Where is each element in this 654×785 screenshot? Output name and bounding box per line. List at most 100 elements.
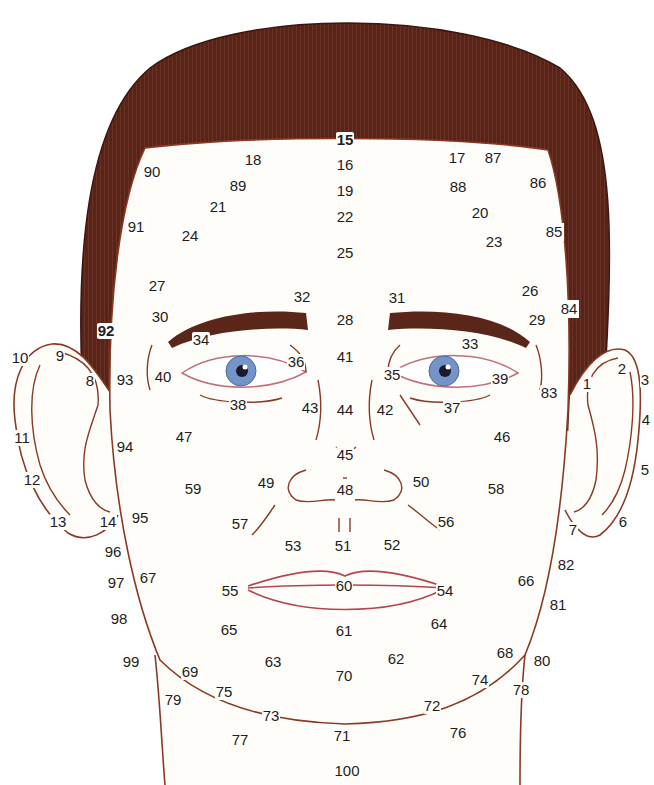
callout-number: 79 — [164, 692, 183, 708]
callout-number: 46 — [493, 429, 512, 445]
callout-number: 56 — [437, 514, 456, 530]
callout-number: 99 — [122, 654, 141, 670]
callout-number: 91 — [126, 218, 147, 236]
callout-number: 41 — [336, 349, 355, 365]
callout-number: 64 — [430, 616, 449, 632]
left-ear — [14, 344, 118, 538]
right-ear-inner2 — [602, 372, 633, 515]
neck-line — [155, 655, 165, 785]
callout-number: 71 — [333, 728, 352, 744]
callout-number: 43 — [301, 400, 320, 416]
callout-number: 24 — [181, 228, 200, 244]
callout-number: 40 — [154, 369, 173, 385]
callout-number: 93 — [115, 371, 136, 389]
callout-number: 83 — [540, 385, 559, 401]
callout-number: 20 — [471, 205, 490, 221]
pupil — [236, 365, 248, 377]
callout-number: 90 — [142, 163, 163, 181]
eye-glint — [446, 365, 451, 370]
callout-number: 39 — [491, 371, 510, 387]
callout-number: 30 — [151, 309, 170, 325]
callout-number: 21 — [209, 199, 228, 215]
face-lines — [147, 345, 541, 535]
callout-number: 13 — [49, 514, 68, 530]
callout-number: 33 — [461, 336, 480, 352]
callout-number: 17 — [447, 149, 468, 167]
callout-number: 19 — [336, 183, 355, 199]
callout-number: 36 — [287, 354, 306, 370]
callout-number: 23 — [485, 234, 504, 250]
callout-number: 68 — [496, 645, 515, 661]
callout-number: 27 — [148, 278, 167, 294]
callout-number: 12 — [23, 472, 42, 488]
callout-number: 85 — [544, 223, 565, 241]
callout-number: 95 — [131, 510, 150, 526]
iris — [226, 356, 256, 386]
callout-number: 75 — [215, 684, 234, 700]
pupil — [439, 365, 451, 377]
callout-number: 92 — [97, 323, 116, 339]
callout-number: 10 — [11, 350, 30, 366]
callout-number: 69 — [181, 664, 200, 680]
right-ear-inner — [574, 358, 618, 512]
callout-number: 48 — [336, 482, 355, 498]
callout-number: 55 — [221, 583, 240, 599]
callout-number: 53 — [284, 538, 303, 554]
callout-number: 49 — [257, 475, 276, 491]
callout-number: 44 — [336, 402, 355, 418]
callout-number: 58 — [487, 481, 506, 497]
callout-number: 26 — [521, 283, 540, 299]
callout-number: 11 — [13, 430, 31, 446]
callout-number: 7 — [568, 522, 578, 538]
callout-number: 77 — [231, 732, 250, 748]
left-ear-inner — [60, 352, 110, 512]
callout-number: 86 — [529, 175, 548, 191]
callout-number: 5 — [640, 462, 650, 478]
callout-number: 38 — [229, 397, 248, 413]
neck-line — [520, 655, 525, 785]
callout-number: 84 — [559, 300, 580, 318]
callout-number: 78 — [512, 682, 531, 698]
left-ear-inner2 — [32, 365, 70, 515]
callout-number: 52 — [383, 537, 402, 553]
eye-glint — [243, 365, 248, 370]
callout-number: 70 — [335, 668, 354, 684]
callout-number: 74 — [471, 672, 490, 688]
callout-number: 31 — [388, 290, 407, 306]
callout-number: 60 — [335, 578, 354, 594]
callout-number: 63 — [264, 654, 283, 670]
callout-number: 96 — [104, 544, 123, 560]
callout-number: 28 — [336, 312, 355, 328]
callout-number: 67 — [139, 570, 158, 586]
callout-number: 16 — [336, 157, 355, 173]
callout-number: 66 — [517, 573, 536, 589]
callout-number: 94 — [116, 439, 135, 455]
callout-number: 98 — [110, 611, 129, 627]
callout-number: 2 — [617, 361, 627, 377]
callout-number: 42 — [376, 402, 395, 418]
iris — [429, 356, 459, 386]
callout-number: 9 — [55, 348, 65, 364]
callout-number: 59 — [184, 481, 203, 497]
callout-number: 50 — [412, 474, 431, 490]
eyebrow — [388, 311, 530, 348]
callout-number: 22 — [336, 209, 355, 225]
callout-number: 87 — [483, 149, 504, 167]
callout-number: 3 — [640, 372, 650, 388]
callout-number: 32 — [293, 289, 312, 305]
callout-number: 54 — [436, 583, 455, 599]
right-ear — [565, 349, 640, 537]
callout-number: 65 — [220, 622, 239, 638]
callout-number: 15 — [336, 132, 355, 148]
callout-number: 35 — [383, 367, 402, 383]
callout-number: 81 — [549, 597, 568, 613]
callout-number: 80 — [533, 653, 552, 669]
callout-number: 45 — [336, 447, 355, 463]
callout-number: 72 — [423, 698, 442, 714]
callout-number: 100 — [333, 763, 360, 779]
callout-number: 51 — [334, 538, 353, 554]
callout-number: 34 — [192, 332, 211, 348]
callout-number: 62 — [387, 651, 406, 667]
callout-number: 57 — [231, 516, 250, 532]
